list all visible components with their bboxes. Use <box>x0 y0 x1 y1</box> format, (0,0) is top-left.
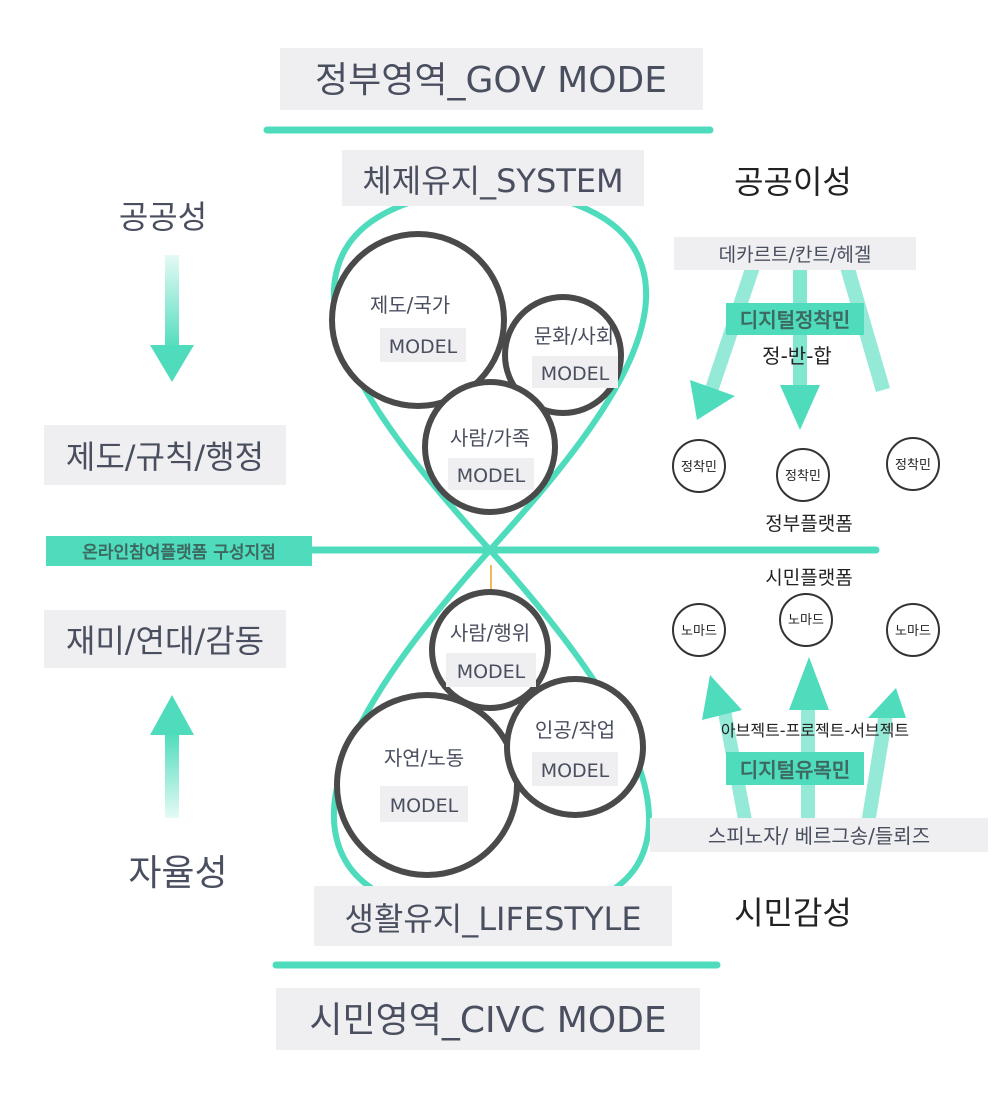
svg-text:제도/국가: 제도/국가 <box>370 293 450 317</box>
settler-node: 정착민 <box>776 448 830 502</box>
settler-node: 정착민 <box>672 439 726 493</box>
svg-text:인공/작업: 인공/작업 <box>535 718 615 742</box>
svg-text:정부영역_GOV MODE: 정부영역_GOV MODE <box>315 60 667 101</box>
gov-mode-title: 정부영역_GOV MODE <box>280 48 703 110</box>
dialectic-label: 정-반-합 <box>762 344 832 368</box>
svg-text:디지털유목민: 디지털유목민 <box>740 758 850 782</box>
svg-text:사람/가족: 사람/가족 <box>450 426 530 450</box>
svg-text:노마드: 노마드 <box>895 624 931 639</box>
center-band-label: 온라인참여플랫폼 구성지점 <box>46 536 312 566</box>
svg-text:노마드: 노마드 <box>681 624 717 639</box>
svg-text:MODEL: MODEL <box>541 760 610 782</box>
svg-text:자연/노동: 자연/노동 <box>384 746 464 770</box>
autonomy-label: 자율성 <box>128 853 227 894</box>
svg-text:디지털정착민: 디지털정착민 <box>740 308 850 332</box>
lifestyle-label: 생활유지_LIFESTYLE <box>314 886 672 946</box>
digital-nomad-label: 디지털유목민 <box>726 752 864 785</box>
public-reason-heading: 공공이성 <box>734 163 852 201</box>
nomad-node: 노마드 <box>886 603 940 657</box>
circle-model-nature-labor: 자연/노동 MODEL <box>334 692 520 878</box>
up-arrows <box>702 657 906 830</box>
svg-text:시민영역_CIVC MODE: 시민영역_CIVC MODE <box>309 1000 666 1041</box>
circle-model-person-action: 사람/행위 MODEL <box>429 589 551 711</box>
svg-text:데카르트/칸트/헤겔: 데카르트/칸트/헤겔 <box>719 244 872 266</box>
svg-text:정착민: 정착민 <box>895 458 931 473</box>
system-label: 체제유지_SYSTEM <box>342 150 644 206</box>
digital-settler-label: 디지털정착민 <box>726 303 864 335</box>
svg-text:MODEL: MODEL <box>457 465 526 487</box>
nomad-node: 노마드 <box>779 593 833 647</box>
philosophers-top-box: 데카르트/칸트/헤겔 <box>674 237 916 270</box>
circle-model-culture-society: 문화/사회 MODEL <box>502 294 624 416</box>
svg-text:스피노자/ 베르그송/들뢰즈: 스피노자/ 베르그송/들뢰즈 <box>708 824 930 848</box>
svg-text:문화/사회: 문화/사회 <box>534 324 614 348</box>
svg-text:노마드: 노마드 <box>788 613 824 628</box>
svg-text:사람/행위: 사람/행위 <box>450 621 530 645</box>
down-arrow-icon <box>150 255 194 382</box>
svg-text:제도/규칙/행정: 제도/규칙/행정 <box>66 438 264 476</box>
settler-node: 정착민 <box>886 437 940 491</box>
abject-project-subject-label: 아브젝트-프로젝트-서브젝트 <box>721 721 909 740</box>
svg-text:MODEL: MODEL <box>390 795 459 817</box>
institution-rules-admin-box: 제도/규칙/행정 <box>44 425 286 485</box>
svg-text:MODEL: MODEL <box>541 363 610 385</box>
svg-text:생활유지_LIFESTYLE: 생활유지_LIFESTYLE <box>344 900 641 938</box>
circle-model-institution-state: 제도/국가 MODEL <box>329 231 507 409</box>
svg-text:재미/연대/감동: 재미/연대/감동 <box>66 622 264 660</box>
civic-platform-label: 시민플랫폼 <box>765 567 852 589</box>
svg-text:체제유지_SYSTEM: 체제유지_SYSTEM <box>362 162 623 200</box>
svg-text:MODEL: MODEL <box>457 661 526 683</box>
philosophers-bottom-box: 스피노자/ 베르그송/들뢰즈 <box>650 818 988 852</box>
svg-text:온라인참여플랫폼 구성지점: 온라인참여플랫폼 구성지점 <box>82 542 276 563</box>
fun-solidarity-emotion-box: 재미/연대/감동 <box>44 610 286 668</box>
publicness-label: 공공성 <box>119 198 207 236</box>
svg-text:정착민: 정착민 <box>785 469 821 484</box>
svg-text:정착민: 정착민 <box>681 460 717 475</box>
circle-model-person-family: 사람/가족 MODEL <box>422 379 558 515</box>
gov-platform-label: 정부플랫폼 <box>765 513 852 535</box>
civic-sensibility-heading: 시민감성 <box>734 894 852 932</box>
svg-text:MODEL: MODEL <box>389 336 458 358</box>
circle-model-artificial-work: 인공/작업 MODEL <box>504 676 646 818</box>
nomad-node: 노마드 <box>672 603 726 657</box>
civic-mode-title: 시민영역_CIVC MODE <box>276 988 700 1050</box>
up-arrow-icon <box>150 695 194 818</box>
